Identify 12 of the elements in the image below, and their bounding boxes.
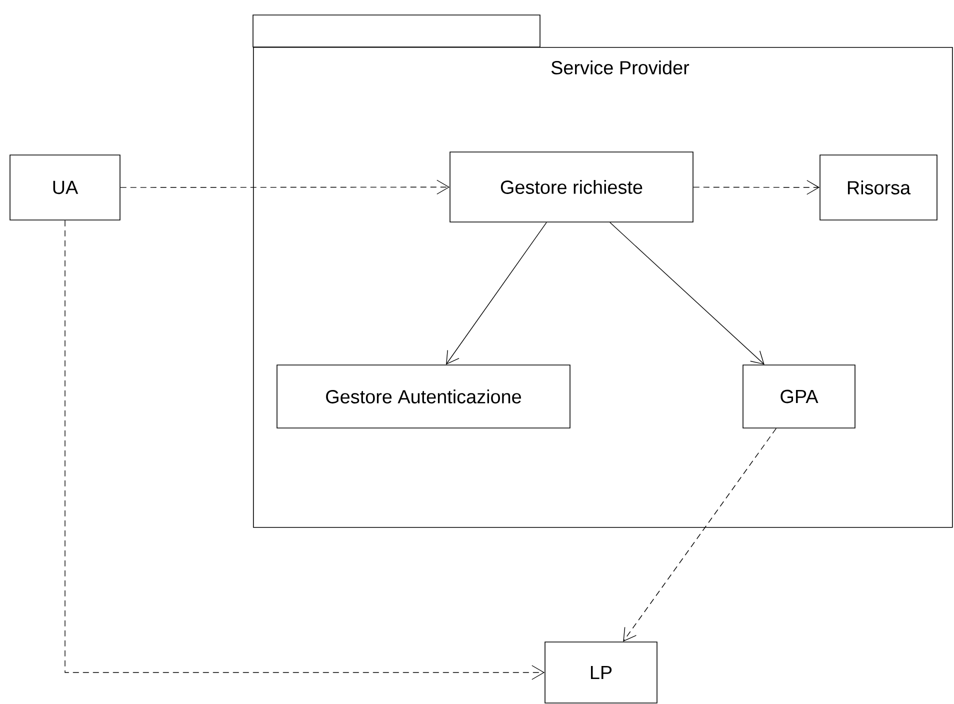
component-box: GPA <box>742 364 856 428</box>
dashed-arrow <box>120 180 450 194</box>
arrow <box>610 222 764 365</box>
component-box: Gestore Autenticazione <box>276 364 570 428</box>
dashed-arrow <box>623 428 776 642</box>
component-box: LP <box>544 642 658 704</box>
arrow <box>446 222 547 365</box>
component-box: Risorsa <box>820 154 938 220</box>
component-box: Gestore richieste <box>450 152 694 222</box>
dashed-arrow <box>64 220 545 680</box>
component-box: UA <box>10 154 120 220</box>
dashed-arrow <box>693 180 820 195</box>
